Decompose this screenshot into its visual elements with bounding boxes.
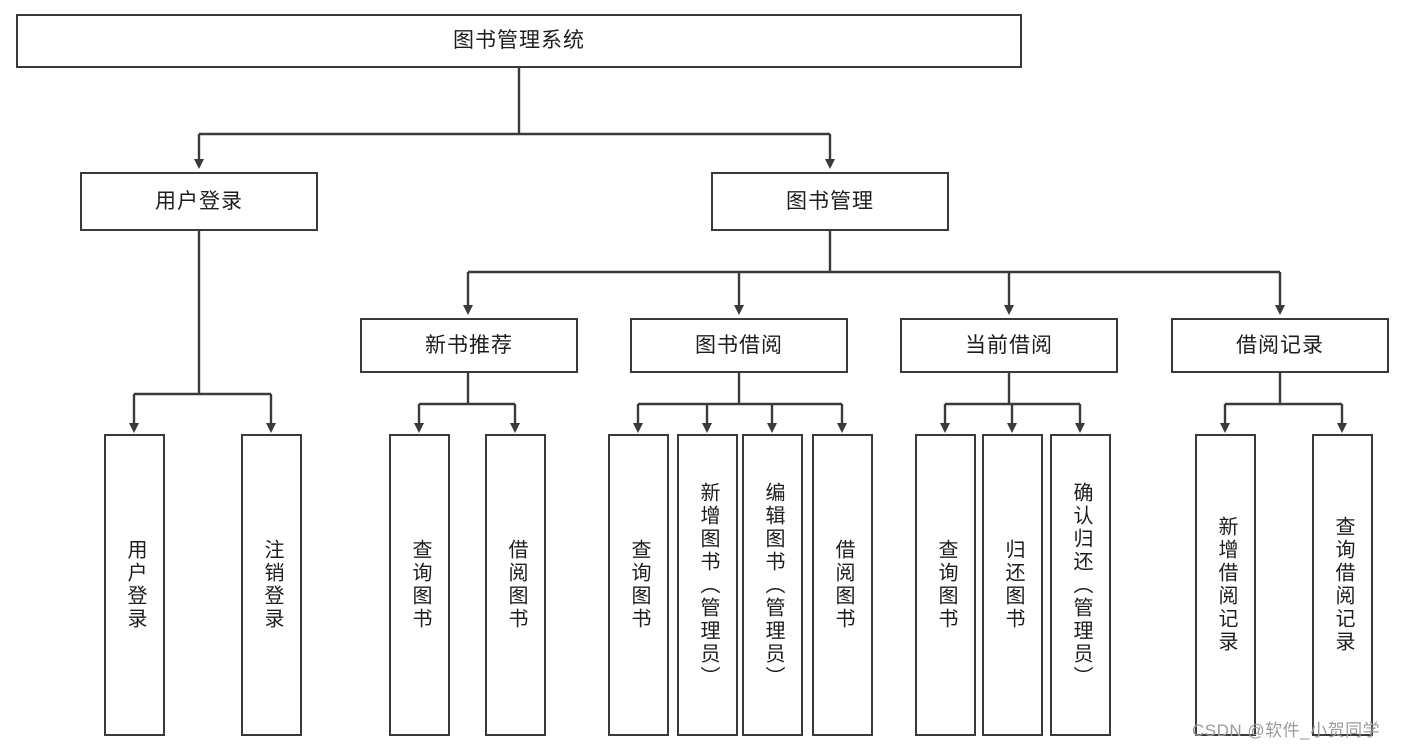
leaf-recommend-query-book[interactable]: 查询图书: [389, 434, 450, 736]
leaf-user-login-login[interactable]: 用户登录: [104, 434, 165, 736]
leaf-borrow-edit-book-admin[interactable]: 编辑图书（管理员）: [742, 434, 803, 736]
node-book-management[interactable]: 图书管理: [711, 172, 949, 231]
node-root-system[interactable]: 图书管理系统: [16, 14, 1022, 68]
node-label: 用户登录: [124, 539, 146, 631]
leaf-current-return-book[interactable]: 归还图书: [982, 434, 1043, 736]
leaf-borrow-add-book-admin[interactable]: 新增图书（管理员）: [677, 434, 738, 736]
node-label: 图书借阅: [695, 333, 783, 357]
leaf-current-query-book[interactable]: 查询图书: [915, 434, 976, 736]
node-label: 用户登录: [155, 189, 243, 213]
node-label: 新书推荐: [425, 333, 513, 357]
node-label: 查询图书: [409, 539, 431, 631]
node-label: 新增借阅记录: [1215, 516, 1237, 654]
node-label: 查询图书: [628, 539, 650, 631]
node-label: 借阅图书: [832, 539, 854, 631]
node-label: 注销登录: [261, 539, 283, 631]
node-label: 编辑图书（管理员）: [762, 481, 784, 689]
node-label: 新增图书（管理员）: [697, 481, 719, 689]
leaf-current-confirm-return-admin[interactable]: 确认归还（管理员）: [1050, 434, 1111, 736]
leaf-record-add-record[interactable]: 新增借阅记录: [1195, 434, 1256, 736]
node-user-login[interactable]: 用户登录: [80, 172, 318, 231]
node-book-borrow[interactable]: 图书借阅: [630, 318, 848, 373]
node-label: 归还图书: [1002, 539, 1024, 631]
leaf-record-query-record[interactable]: 查询借阅记录: [1312, 434, 1373, 736]
node-new-book-recommend[interactable]: 新书推荐: [360, 318, 578, 373]
node-label: 借阅记录: [1236, 333, 1324, 357]
node-label: 确认归还（管理员）: [1070, 481, 1092, 689]
node-label: 借阅图书: [505, 539, 527, 631]
node-borrow-record[interactable]: 借阅记录: [1171, 318, 1389, 373]
node-label: 查询借阅记录: [1332, 516, 1354, 654]
leaf-recommend-borrow-book[interactable]: 借阅图书: [485, 434, 546, 736]
node-current-borrow[interactable]: 当前借阅: [900, 318, 1118, 373]
leaf-borrow-query-book[interactable]: 查询图书: [608, 434, 669, 736]
node-label: 当前借阅: [965, 333, 1053, 357]
leaf-borrow-borrow-book[interactable]: 借阅图书: [812, 434, 873, 736]
node-label: 查询图书: [935, 539, 957, 631]
node-label: 图书管理: [786, 189, 874, 213]
csdn-watermark: CSDN @软件_小贺同学: [1192, 721, 1381, 740]
leaf-user-login-logout[interactable]: 注销登录: [241, 434, 302, 736]
node-label: 图书管理系统: [453, 29, 585, 53]
